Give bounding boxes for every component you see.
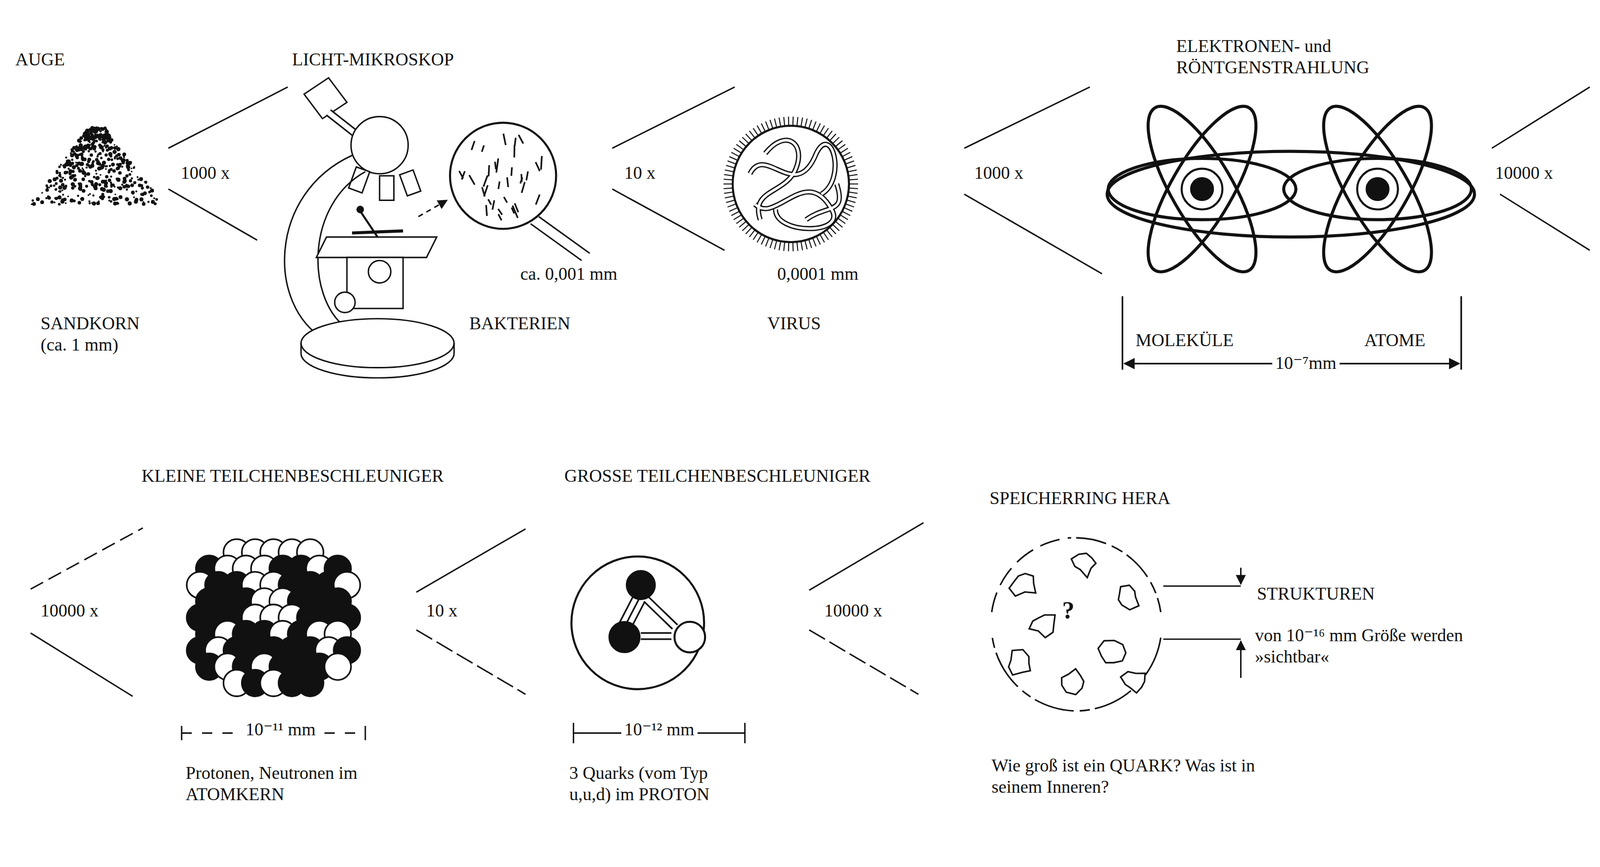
instrument-label: SPEICHERRING HERA	[989, 487, 1171, 509]
caption-label: von 10⁻¹⁶ mm Größe werden »sichtbar«	[1254, 624, 1468, 668]
magnification-label: 10 x	[426, 600, 458, 622]
instrument-label: AUGE	[15, 49, 65, 71]
instrument-label: ELEKTRONEN- und RÖNTGENSTRAHLUNG	[1176, 35, 1454, 79]
ring-circle	[987, 535, 1166, 714]
storage-ring-view: ?	[987, 535, 1166, 714]
caption-label: BAKTERIEN	[469, 312, 571, 335]
magnification-label: 10 x	[624, 162, 656, 184]
magnification-label: 10000 x	[1495, 162, 1553, 184]
magnification-label: 10000 x	[40, 600, 99, 622]
caption-label: 0,0001 mm	[777, 263, 859, 285]
instrument-label: GROSSE TEILCHENBESCHLEUNIGER	[564, 465, 882, 487]
caption-label: SANDKORN (ca. 1 mm)	[40, 312, 170, 356]
caption-label: 10⁻¹¹ mm	[242, 718, 319, 741]
caption-label: STRUKTUREN	[1256, 583, 1375, 605]
instrument-label: LICHT-MIKROSKOP	[292, 49, 454, 71]
caption-label: MOLEKÜLE	[1135, 329, 1234, 351]
caption-label: Wie groß ist ein QUARK? Was ist in seine…	[991, 754, 1279, 798]
caption-label: VIRUS	[767, 312, 821, 335]
magnification-label: 1000 x	[180, 162, 230, 184]
magnification-label: 10000 x	[824, 600, 883, 622]
question-mark: ?	[1061, 597, 1076, 623]
magnification-label: 1000 x	[974, 162, 1024, 184]
instrument-label: KLEINE TEILCHENBESCHLEUNIGER	[141, 465, 459, 487]
caption-label: ATOME	[1364, 329, 1426, 351]
caption-label: Protonen, Neutronen im ATOMKERN	[185, 762, 404, 805]
caption-label: ca. 0,001 mm	[520, 263, 618, 285]
caption-label: 10⁻¹² mm	[621, 718, 698, 741]
caption-label: 3 Quarks (vom Typ u,u,d) im PROTON	[569, 762, 733, 805]
caption-label: 10⁻⁷mm	[1272, 352, 1340, 374]
